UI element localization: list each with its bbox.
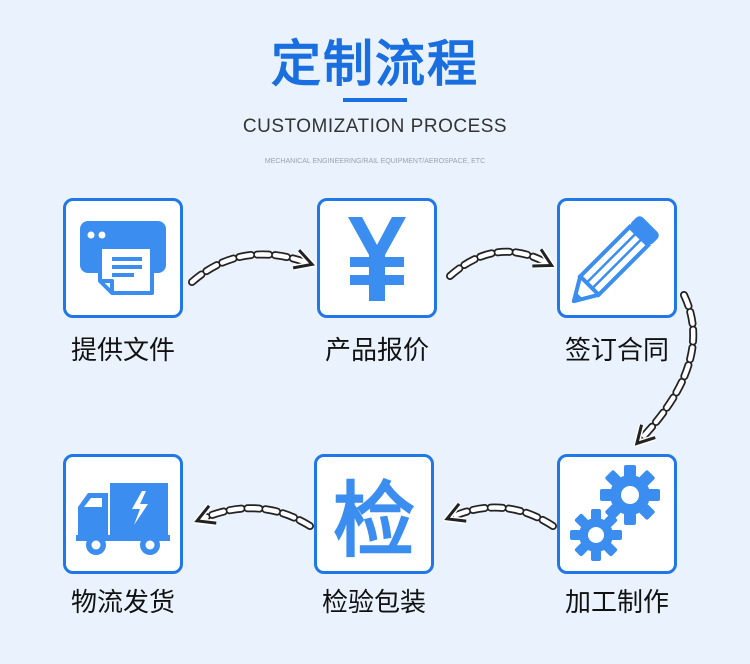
step-label-quotation: 产品报价 (324, 336, 429, 366)
inspection-char: 检 (333, 474, 415, 569)
connector-2-3 (446, 252, 545, 280)
step-label-inspection: 检验包装 (321, 588, 426, 618)
step-label-processing: 加工制作 (564, 588, 669, 618)
printer-icon (80, 221, 166, 295)
connector-1-2 (188, 254, 305, 286)
gears-icon (570, 465, 660, 561)
step-label-sign-contract: 签订合同 (564, 336, 669, 366)
title-underline (343, 98, 407, 102)
small-gear (570, 509, 622, 561)
page-title: 定制流程 (271, 35, 479, 93)
step-box-processing (557, 454, 677, 574)
step-box-quotation (317, 198, 437, 318)
step-label-logistics: 物流发货 (70, 588, 175, 618)
connector-5-6 (204, 508, 314, 530)
step-label-provide-files: 提供文件 (70, 336, 175, 366)
page-subtitle: CUSTOMIZATION PROCESS (242, 116, 508, 137)
connector-4-5 (454, 508, 557, 530)
step-box-logistics (63, 454, 183, 574)
large-gear (600, 465, 660, 525)
inspection-char-icon: 检 (333, 474, 415, 569)
lightning-icon (132, 491, 148, 525)
step-box-sign-contract (557, 198, 677, 318)
yen-icon (348, 217, 406, 301)
page-tagline: MECHANICAL ENGINEERING/RAIL EQUIPMENT/AE… (264, 158, 486, 165)
truck-icon (76, 483, 170, 555)
step-box-inspection: 检 (314, 454, 434, 574)
step-box-provide-files (63, 198, 183, 318)
pencil-icon (571, 216, 659, 304)
